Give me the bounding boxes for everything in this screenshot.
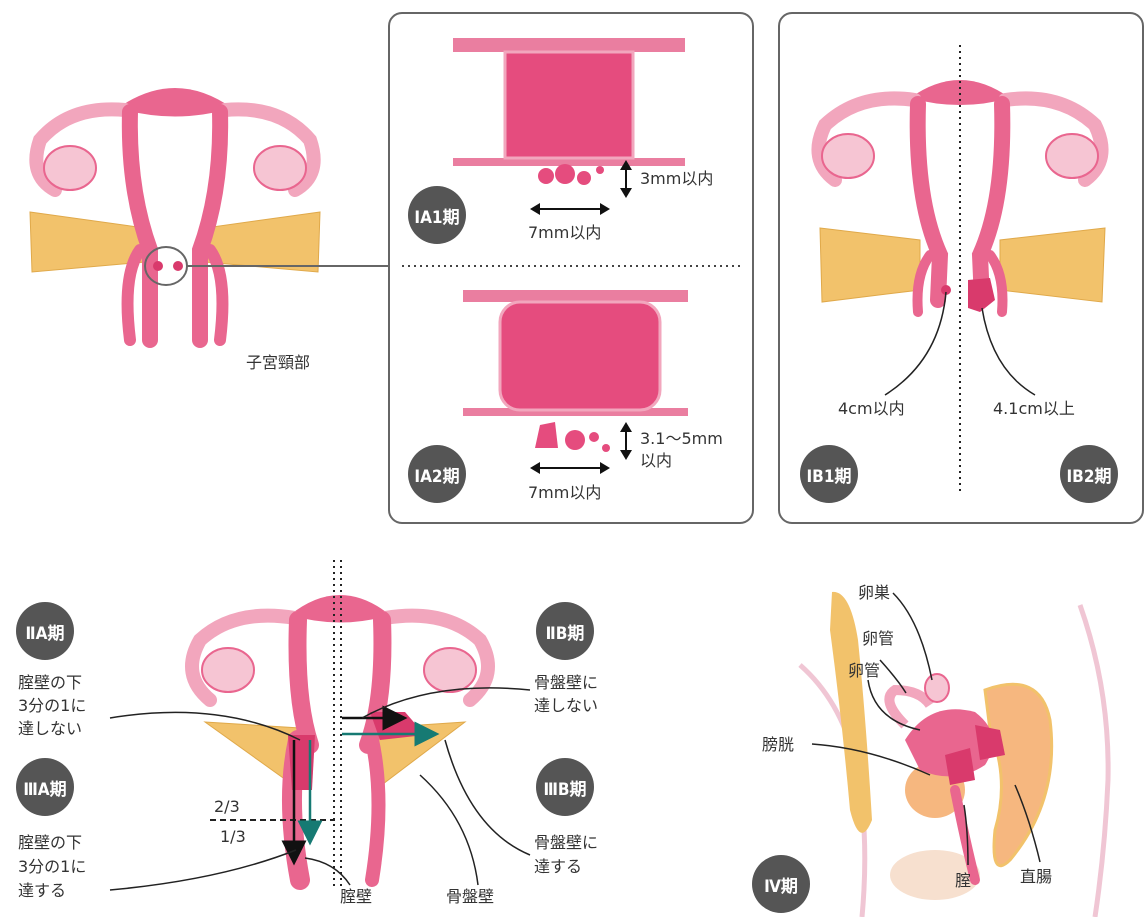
ia2-depth-label-line1: 3.1〜5mm: [640, 428, 723, 450]
vaginal-wall-label: 腟壁: [340, 886, 372, 908]
ia1-depth-label: 3mm以内: [640, 168, 713, 190]
two-thirds-label: 2/3: [214, 796, 240, 818]
ia1-width-label: 7mm以内: [528, 222, 601, 244]
iiia-desc-line3: 達する: [18, 880, 66, 902]
iib-desc-line1: 骨盤壁に: [534, 672, 598, 694]
iia-desc-line2: 3分の1に: [18, 695, 86, 717]
iiia-desc-line1: 腟壁の下: [18, 832, 82, 854]
ib1-size-label: 4cm以内: [838, 398, 905, 420]
stage4-sagittal-illustration: [800, 592, 1108, 917]
ib2-size-label: 4.1cm以上: [993, 398, 1075, 420]
iiib-stage-badge: ⅢB期: [536, 758, 594, 816]
tube-label-2: 卵管: [848, 660, 880, 682]
ia1-stage-badge: IA1期: [408, 186, 466, 244]
tube-label-1: 卵管: [862, 628, 894, 650]
ovary-label: 卵巣: [858, 582, 890, 604]
one-third-label: 1/3: [220, 826, 246, 848]
iib-stage-badge: ⅡB期: [536, 602, 594, 660]
iiia-desc-line2: 3分の1に: [18, 856, 86, 878]
bladder-label: 膀胱: [762, 734, 794, 756]
vagina-label: 腟: [955, 870, 971, 892]
iia-desc-line3: 達しない: [18, 718, 82, 740]
iia-stage-badge: ⅡA期: [16, 602, 74, 660]
cervix-label: 子宮頸部: [246, 352, 310, 374]
ia2-depth-label-line2: 以内: [640, 450, 672, 472]
ia2-width-label: 7mm以内: [528, 482, 601, 504]
uterus-illustration-top-left: [30, 88, 388, 340]
iia-desc-line1: 腟壁の下: [18, 672, 82, 694]
iiib-desc-line1: 骨盤壁に: [534, 832, 598, 854]
ia2-stage-badge: IA2期: [408, 445, 466, 503]
iiib-desc-line2: 達する: [534, 856, 582, 878]
ib1-stage-badge: IB1期: [800, 445, 858, 503]
pelvic-wall-label: 骨盤壁: [446, 886, 494, 908]
iiia-stage-badge: ⅢA期: [16, 758, 74, 816]
rectum-label: 直腸: [1020, 866, 1052, 888]
ib2-leader: [982, 308, 1035, 395]
ib-uterus-illustration: [818, 80, 1105, 312]
ib2-stage-badge: IB2期: [1060, 445, 1118, 503]
stage4-badge: Ⅳ期: [752, 855, 810, 913]
iib-desc-line2: 達しない: [534, 695, 598, 717]
